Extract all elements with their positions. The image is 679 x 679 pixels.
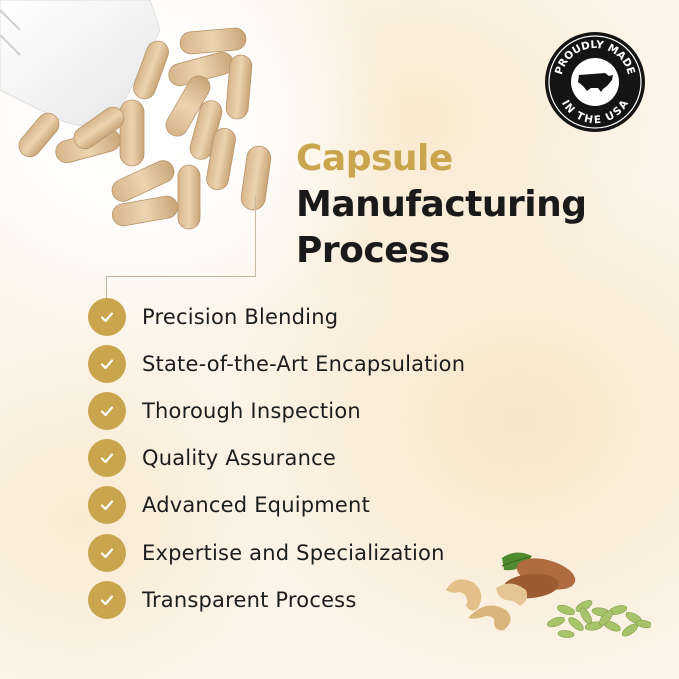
title-line-1: Capsule	[296, 138, 453, 179]
feature-label: Precision Blending	[142, 304, 339, 329]
title-line-2: Manufacturing	[296, 184, 587, 225]
bottle-icon	[0, 0, 161, 127]
list-item: Expertise and Specialization	[88, 529, 465, 576]
leaf-icon	[501, 552, 532, 571]
list-item: Transparent Process	[88, 576, 465, 623]
feature-label: State-of-the-Art Encapsulation	[142, 351, 466, 376]
checkmark-icon	[88, 580, 126, 619]
nuts-seeds-illustration	[446, 552, 651, 638]
feature-label: Quality Assurance	[142, 446, 336, 471]
made-in-usa-badge: PROUDLY MADE IN THE USA	[545, 32, 645, 132]
checkmark-icon	[88, 297, 126, 336]
feature-label: Expertise and Specialization	[142, 540, 445, 565]
list-item: Advanced Equipment	[88, 482, 465, 529]
feature-label: Thorough Inspection	[142, 398, 361, 423]
checkmark-icon	[88, 533, 126, 572]
capsules-illustration	[0, 0, 272, 230]
feature-label: Advanced Equipment	[142, 493, 370, 518]
pumpkin-seeds-icon	[547, 600, 651, 638]
list-item: Thorough Inspection	[88, 387, 465, 434]
feature-label: Transparent Process	[142, 587, 357, 612]
connector-line	[106, 276, 107, 298]
list-item: Quality Assurance	[88, 435, 465, 482]
list-item: State-of-the-Art Encapsulation	[88, 340, 465, 387]
connector-line	[106, 276, 256, 277]
usa-map-icon	[578, 73, 613, 92]
feature-list: Precision Blending State-of-the-Art Enca…	[88, 293, 465, 623]
title-line-3: Process	[296, 230, 450, 271]
connector-line	[255, 196, 256, 277]
page-title: Capsule Manufacturing Process	[296, 136, 587, 274]
checkmark-icon	[88, 391, 126, 430]
checkmark-icon	[88, 439, 126, 478]
list-item: Precision Blending	[88, 293, 465, 340]
cashew-icon	[446, 579, 528, 631]
checkmark-icon	[88, 486, 126, 525]
checkmark-icon	[88, 344, 126, 383]
